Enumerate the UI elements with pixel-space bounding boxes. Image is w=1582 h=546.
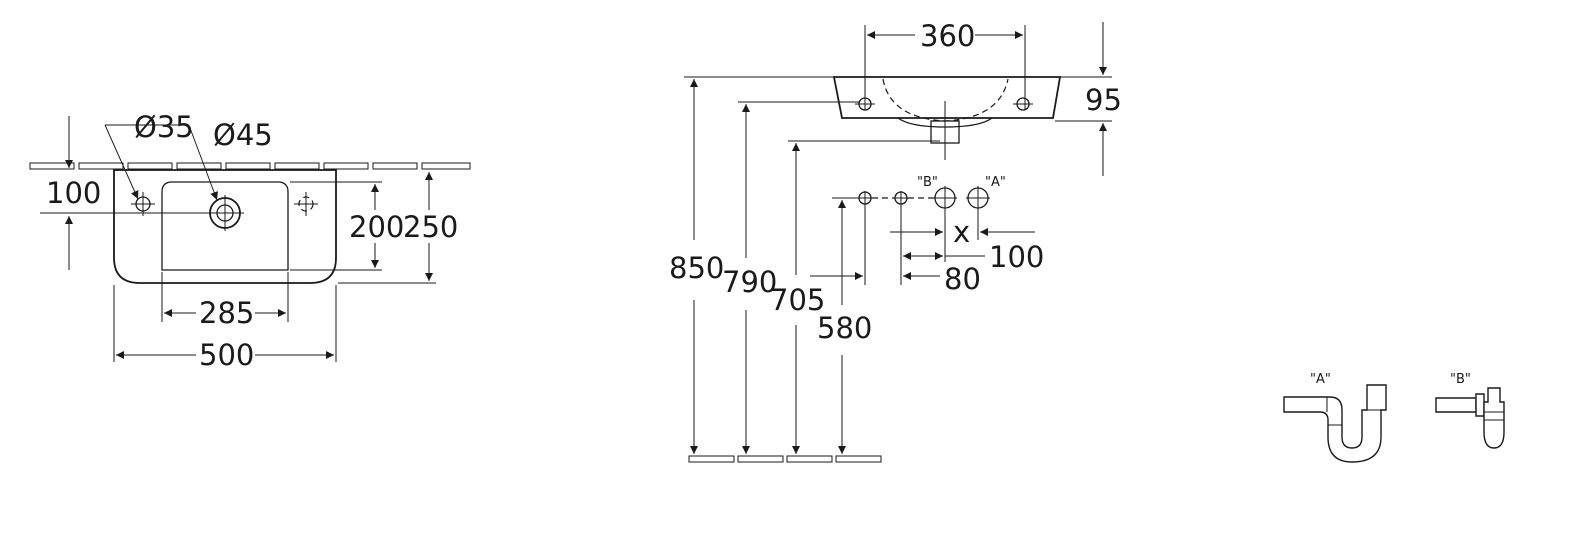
siphon-a-label: "A" — [1310, 372, 1331, 387]
tap-hole-right — [294, 192, 318, 216]
bowl-outline — [161, 181, 289, 271]
dim-spacing-100: 100 — [989, 240, 1044, 274]
wall-connections — [858, 186, 990, 210]
dim-siphon-height: 580 — [817, 311, 872, 345]
siphon-b-label: "B" — [1450, 372, 1471, 387]
dim-basin-height: 95 — [1085, 83, 1122, 117]
dim-overall-depth: 250 — [403, 210, 458, 244]
dim-depth-100: 100 — [46, 176, 101, 210]
dim-bowl-depth: 200 — [349, 210, 404, 244]
dim-hole-small: Ø35 — [134, 110, 194, 144]
basin-outline — [113, 169, 337, 284]
dim-waste-height: 705 — [770, 283, 825, 317]
dim-overall-width: 500 — [199, 338, 254, 372]
label-b: "B" — [917, 175, 938, 190]
dim-tap-height: 790 — [722, 265, 777, 299]
basin-side — [832, 76, 1062, 119]
dim-spacing-x: x — [953, 215, 970, 249]
dim-hole-spacing: 360 — [920, 19, 975, 53]
dim-spacing-80: 80 — [944, 262, 981, 296]
tap-hole-left — [131, 192, 155, 216]
label-a: "A" — [985, 175, 1006, 190]
siphon-b: "B" — [1435, 372, 1505, 449]
wall-tiles — [29, 162, 471, 170]
floor-tiles — [688, 455, 882, 463]
plan-view: Ø35 Ø45 100 200 250 285 500 — [29, 110, 471, 372]
siphon-a: "A" — [1283, 372, 1387, 463]
dim-rim-height: 850 — [669, 251, 724, 285]
dim-bowl-width: 285 — [199, 296, 254, 330]
side-view: 360 95 850 790 705 580 — [669, 19, 1122, 463]
dim-hole-large: Ø45 — [213, 118, 273, 152]
